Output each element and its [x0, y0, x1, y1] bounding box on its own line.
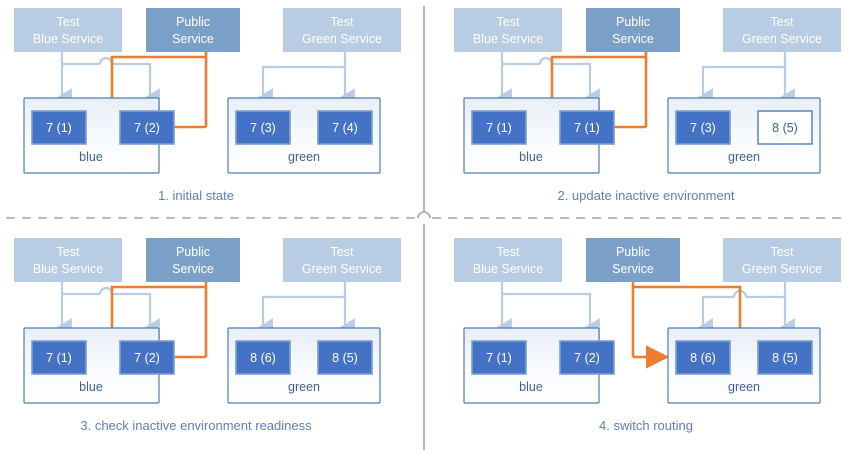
pod-blue-2: [119, 340, 175, 375]
service-test-green-line1: Test: [331, 15, 354, 29]
service-test-green-line1: Test: [331, 245, 354, 259]
service-test-green-line2: Green Service: [302, 32, 382, 46]
test-blue-service-arrows: [492, 52, 600, 113]
service-test-blue[interactable]: [14, 238, 122, 282]
pod-blue-2: [119, 110, 175, 145]
service-test-blue-line1: Test: [497, 245, 520, 259]
test-blue-service-arrows: [492, 282, 600, 343]
test-blue-service-arrows: [52, 282, 160, 343]
service-public-line1: Public: [176, 15, 210, 29]
pod-blue-1-label: 7 (1): [46, 121, 72, 135]
service-test-green-line2: Green Service: [742, 32, 822, 46]
service-test-blue-line1: Test: [57, 245, 80, 259]
pod-blue-1-label: 7 (1): [486, 351, 512, 365]
service-test-green-line2: Green Service: [742, 262, 822, 276]
pod-green-2: [317, 340, 373, 375]
service-test-blue-line2: Blue Service: [33, 32, 103, 46]
service-public-line2: Service: [172, 32, 214, 46]
environment-label-green: green: [728, 380, 760, 394]
pod-green-2-label: 8 (5): [772, 121, 798, 135]
service-test-blue-line1: Test: [497, 15, 520, 29]
panel-4-caption: 4. switch routing: [599, 418, 693, 433]
service-test-blue[interactable]: [454, 8, 562, 52]
test-green-service-arrows: [693, 52, 795, 113]
pod-blue-1: [31, 110, 87, 145]
service-test-blue-line2: Blue Service: [473, 262, 543, 276]
service-test-green[interactable]: [283, 238, 401, 282]
pod-green-2-label: 8 (5): [772, 351, 798, 365]
environment-label-green: green: [728, 150, 760, 164]
service-test-blue[interactable]: [454, 238, 562, 282]
service-public-line2: Service: [612, 32, 654, 46]
pod-blue-1: [471, 340, 527, 375]
service-public[interactable]: [586, 238, 680, 282]
pod-green-1: [675, 340, 731, 375]
pod-green-1-label: 7 (3): [690, 121, 716, 135]
pod-green-1: [235, 110, 291, 145]
environment-label-blue: blue: [519, 150, 543, 164]
service-public-line2: Service: [172, 262, 214, 276]
pod-blue-2: [559, 340, 615, 375]
panel-1: blue green 7 (1) 7 (2) 7 (3) 7 (4) Test …: [14, 8, 401, 203]
panel-3-caption: 3. check inactive environment readiness: [80, 418, 312, 433]
service-test-green-line1: Test: [771, 15, 794, 29]
pod-green-1: [235, 340, 291, 375]
pod-blue-1-label: 7 (1): [486, 121, 512, 135]
panel-3: blue green 7 (1) 7 (2) 8 (6) 8 (5) Test …: [14, 238, 401, 433]
service-public[interactable]: [586, 8, 680, 52]
service-test-blue-line1: Test: [57, 15, 80, 29]
environment-label-blue: blue: [79, 380, 103, 394]
divider-horizontal: [6, 211, 842, 219]
pod-blue-2-label: 7 (2): [134, 351, 160, 365]
service-test-blue[interactable]: [14, 8, 122, 52]
service-test-blue-line2: Blue Service: [33, 262, 103, 276]
environment-label-green: green: [288, 150, 320, 164]
pod-green-1-label: 8 (6): [250, 351, 276, 365]
service-public-line1: Public: [176, 245, 210, 259]
panel-4: blue green 7 (1) 7 (2) 8 (6) 8 (5) Test …: [454, 238, 841, 433]
panel-1-caption: 1. initial state: [158, 188, 234, 203]
pod-green-1: [675, 110, 731, 145]
pod-blue-2-label: 7 (1): [574, 121, 600, 135]
service-public-line2: Service: [612, 262, 654, 276]
service-test-green[interactable]: [723, 238, 841, 282]
pod-blue-2-label: 7 (2): [134, 121, 160, 135]
pod-green-2-pending: [757, 110, 813, 145]
pod-green-2: [317, 110, 373, 145]
service-test-green-line2: Green Service: [302, 262, 382, 276]
pod-blue-2-label: 7 (2): [574, 351, 600, 365]
service-test-green-line1: Test: [771, 245, 794, 259]
pod-green-1-label: 7 (3): [250, 121, 276, 135]
environment-label-blue: blue: [519, 380, 543, 394]
pod-green-2: [757, 340, 813, 375]
test-green-service-arrows: [693, 282, 795, 343]
service-public[interactable]: [146, 238, 240, 282]
pod-blue-1: [31, 340, 87, 375]
service-public-line1: Public: [616, 245, 650, 259]
pod-green-1-label: 8 (6): [690, 351, 716, 365]
test-green-service-arrows: [253, 52, 355, 113]
pod-green-2-label: 8 (5): [332, 351, 358, 365]
pod-blue-1-label: 7 (1): [46, 351, 72, 365]
pod-blue-2: [559, 110, 615, 145]
panel-2-caption: 2. update inactive environment: [557, 188, 734, 203]
environment-label-green: green: [288, 380, 320, 394]
pod-green-2-label: 7 (4): [332, 121, 358, 135]
pod-blue-1: [471, 110, 527, 145]
service-test-green[interactable]: [723, 8, 841, 52]
test-blue-service-arrows: [52, 52, 160, 113]
service-test-blue-line2: Blue Service: [473, 32, 543, 46]
panel-2: blue green 7 (1) 7 (1) 7 (3) 8 (5) Test …: [454, 8, 841, 203]
service-test-green[interactable]: [283, 8, 401, 52]
environment-label-blue: blue: [79, 150, 103, 164]
service-public[interactable]: [146, 8, 240, 52]
service-public-line1: Public: [616, 15, 650, 29]
test-green-service-arrows: [253, 282, 355, 343]
